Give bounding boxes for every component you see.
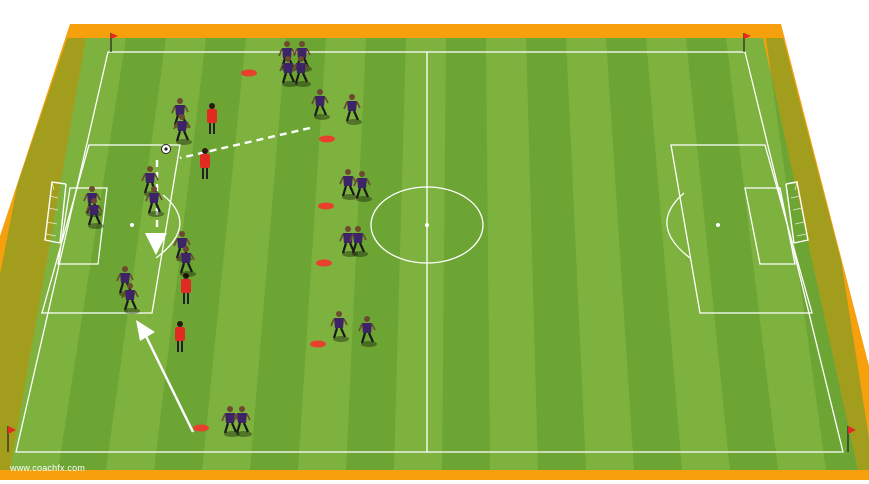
- right-penalty-arc: [666, 192, 691, 259]
- cone-icon: [319, 135, 335, 143]
- centre-spot: [425, 223, 429, 227]
- mannequin-icon: [207, 103, 217, 134]
- player-icon: [233, 406, 252, 437]
- left-penalty-area: [41, 144, 181, 314]
- grass: [0, 38, 869, 470]
- ball-icon: [161, 144, 171, 154]
- pass-path: [155, 126, 311, 230]
- cones: [193, 69, 335, 432]
- cone-icon: [310, 340, 326, 348]
- player-icon: [85, 198, 104, 229]
- arrow-head: [145, 233, 167, 255]
- touchline: [15, 51, 844, 453]
- player-icon: [292, 56, 311, 87]
- player-icon: [121, 283, 140, 314]
- corner-flag-icon: [847, 426, 856, 452]
- corner-flag-icon: [7, 426, 16, 452]
- right-goal-icon: [785, 181, 809, 244]
- run-path: [139, 322, 195, 433]
- corner-flag-icon: [110, 33, 118, 52]
- player-icon: [353, 171, 372, 202]
- player-icon: [358, 316, 377, 347]
- mannequin-icon: [181, 273, 191, 304]
- player-icon: [311, 89, 330, 120]
- arrow-head: [136, 320, 155, 341]
- player-icon: [145, 186, 164, 217]
- player-icon: [330, 311, 349, 342]
- player-icon: [343, 94, 362, 125]
- left-penalty-spot: [130, 223, 134, 227]
- left-penalty-arc: [155, 194, 181, 259]
- pitch-markings: [15, 51, 844, 453]
- left-goal-icon: [44, 181, 67, 244]
- right-penalty-spot: [716, 223, 720, 227]
- player-icon: [349, 226, 368, 257]
- mannequin-icon: [200, 148, 210, 179]
- cone-icon: [241, 69, 257, 77]
- centre-circle: [370, 186, 484, 264]
- mannequin-icon: [175, 321, 185, 352]
- right-penalty-area: [670, 144, 813, 314]
- cone-icon: [193, 424, 209, 432]
- corner-flag-icon: [743, 33, 751, 52]
- right-goal-area: [744, 187, 796, 265]
- player-icon: [177, 246, 196, 277]
- player-icon: [173, 114, 192, 145]
- watermark-text: www.coachfx.com: [10, 463, 86, 473]
- cone-icon: [318, 202, 334, 210]
- cone-icon: [316, 259, 332, 267]
